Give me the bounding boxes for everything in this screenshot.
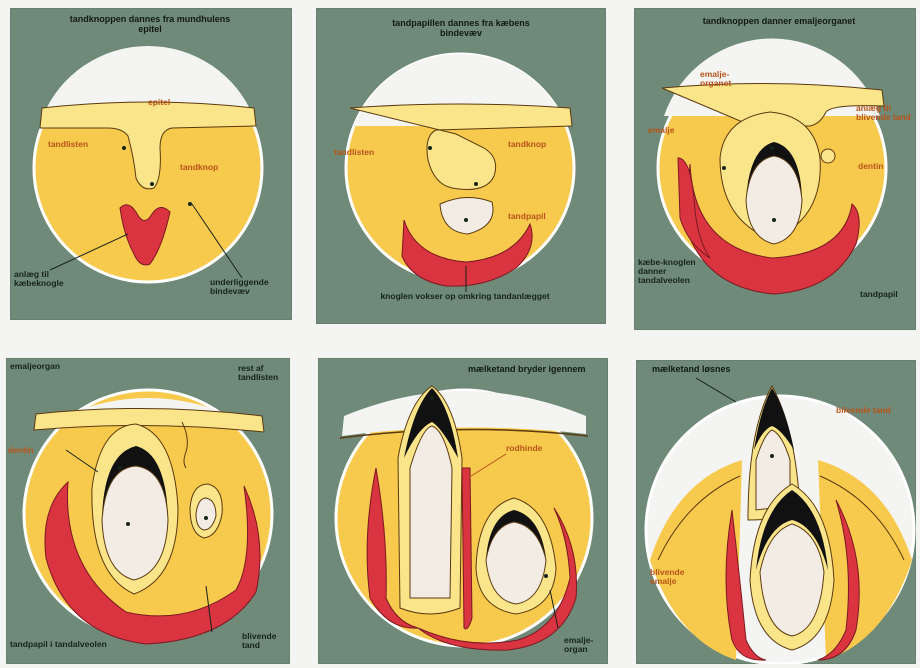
marker-dot: [150, 182, 154, 186]
label-anlaeg-blivende: anlæg til blivende tand: [856, 104, 912, 122]
panel-3: tandknoppen danner emaljeorganet emalje-…: [634, 8, 916, 330]
panel-caption: tandknoppen danner emaljeorganet: [654, 16, 904, 26]
marker-dot: [474, 182, 478, 186]
label-blivende-tand: blivende tand: [242, 632, 288, 650]
marker-dot: [204, 516, 208, 520]
marker-dot: [118, 466, 122, 470]
label-kaebeknoglen: kæbe-knoglen danner tandalveolen: [638, 258, 710, 285]
label-epitel: epitel: [148, 98, 170, 107]
label-emalje: emalje: [648, 126, 674, 135]
label-tandlisten: tandlisten: [48, 140, 88, 149]
marker-dot: [722, 166, 726, 170]
marker-dot: [544, 574, 548, 578]
successor-bud: [821, 149, 835, 163]
marker-dot: [772, 218, 776, 222]
panel-6: mælketand løsnes blivende tand blivende …: [636, 360, 916, 664]
panel-caption: tandknoppen dannes fra mundhulens epitel: [60, 14, 240, 34]
marker-dot: [126, 522, 130, 526]
label-rodhinde: rodhinde: [506, 444, 542, 453]
dental-papilla: [746, 156, 802, 244]
panel-5-drawing: [318, 358, 608, 664]
marker-dot: [770, 454, 774, 458]
label-bindevaev: underliggende bindevæv: [210, 278, 290, 296]
label-dentin: dentin: [858, 162, 884, 171]
marker-dot: [430, 396, 434, 400]
label-tandpapil-alveolen: tandpapil i tandalveolen: [10, 640, 107, 649]
panel-4-drawing: [6, 358, 290, 664]
panel-4: emaljeorgan rest af tandlisten dentin ta…: [6, 358, 290, 664]
panel-2: tandpapillen dannes fra kæbens bindevæv …: [316, 8, 606, 324]
panel-caption: mælketand bryder igennem: [468, 364, 598, 374]
marker-dot: [122, 146, 126, 150]
panel-caption: mælketand løsnes: [652, 364, 731, 374]
label-blivende-tand: blivende tand: [836, 406, 891, 415]
marker-dot: [188, 202, 192, 206]
label-anlaeg-kaebeknogle: anlæg til kæbeknogle: [14, 270, 94, 288]
panel-2-drawing: [316, 8, 606, 324]
panel-caption: tandpapillen dannes fra kæbens bindevæv: [376, 18, 546, 38]
panel-5: mælketand bryder igennem rodhinde emalje…: [318, 358, 608, 664]
label-emaljeorgan: emalje-organ: [564, 636, 606, 654]
label-tandlisten: tandlisten: [334, 148, 374, 157]
label-rest-tandlisten: rest af tandlisten: [238, 364, 288, 382]
label-tandknop: tandknop: [180, 163, 218, 172]
label-emaljeorgan: emaljeorgan: [10, 362, 60, 371]
label-emaljeorganet: emalje-organet: [700, 70, 750, 88]
label-knoglen-vokser: knoglen vokser op omkring tandanlægget: [380, 292, 550, 301]
label-tandpapil: tandpapil: [508, 212, 546, 221]
label-dentin: dentin: [8, 446, 34, 455]
label-blivende-emalje: blivende emalje: [650, 568, 694, 586]
pointer-line: [696, 378, 736, 402]
label-tandknop: tandknop: [508, 140, 546, 149]
primary-dentin: [410, 426, 452, 598]
jaw-bone-middle: [462, 468, 472, 629]
marker-dot: [428, 146, 432, 150]
panel-1: tandknoppen dannes fra mundhulens epitel…: [10, 8, 292, 320]
marker-dot: [464, 218, 468, 222]
marker-dot: [770, 146, 774, 150]
label-tandpapil: tandpapil: [860, 290, 898, 299]
